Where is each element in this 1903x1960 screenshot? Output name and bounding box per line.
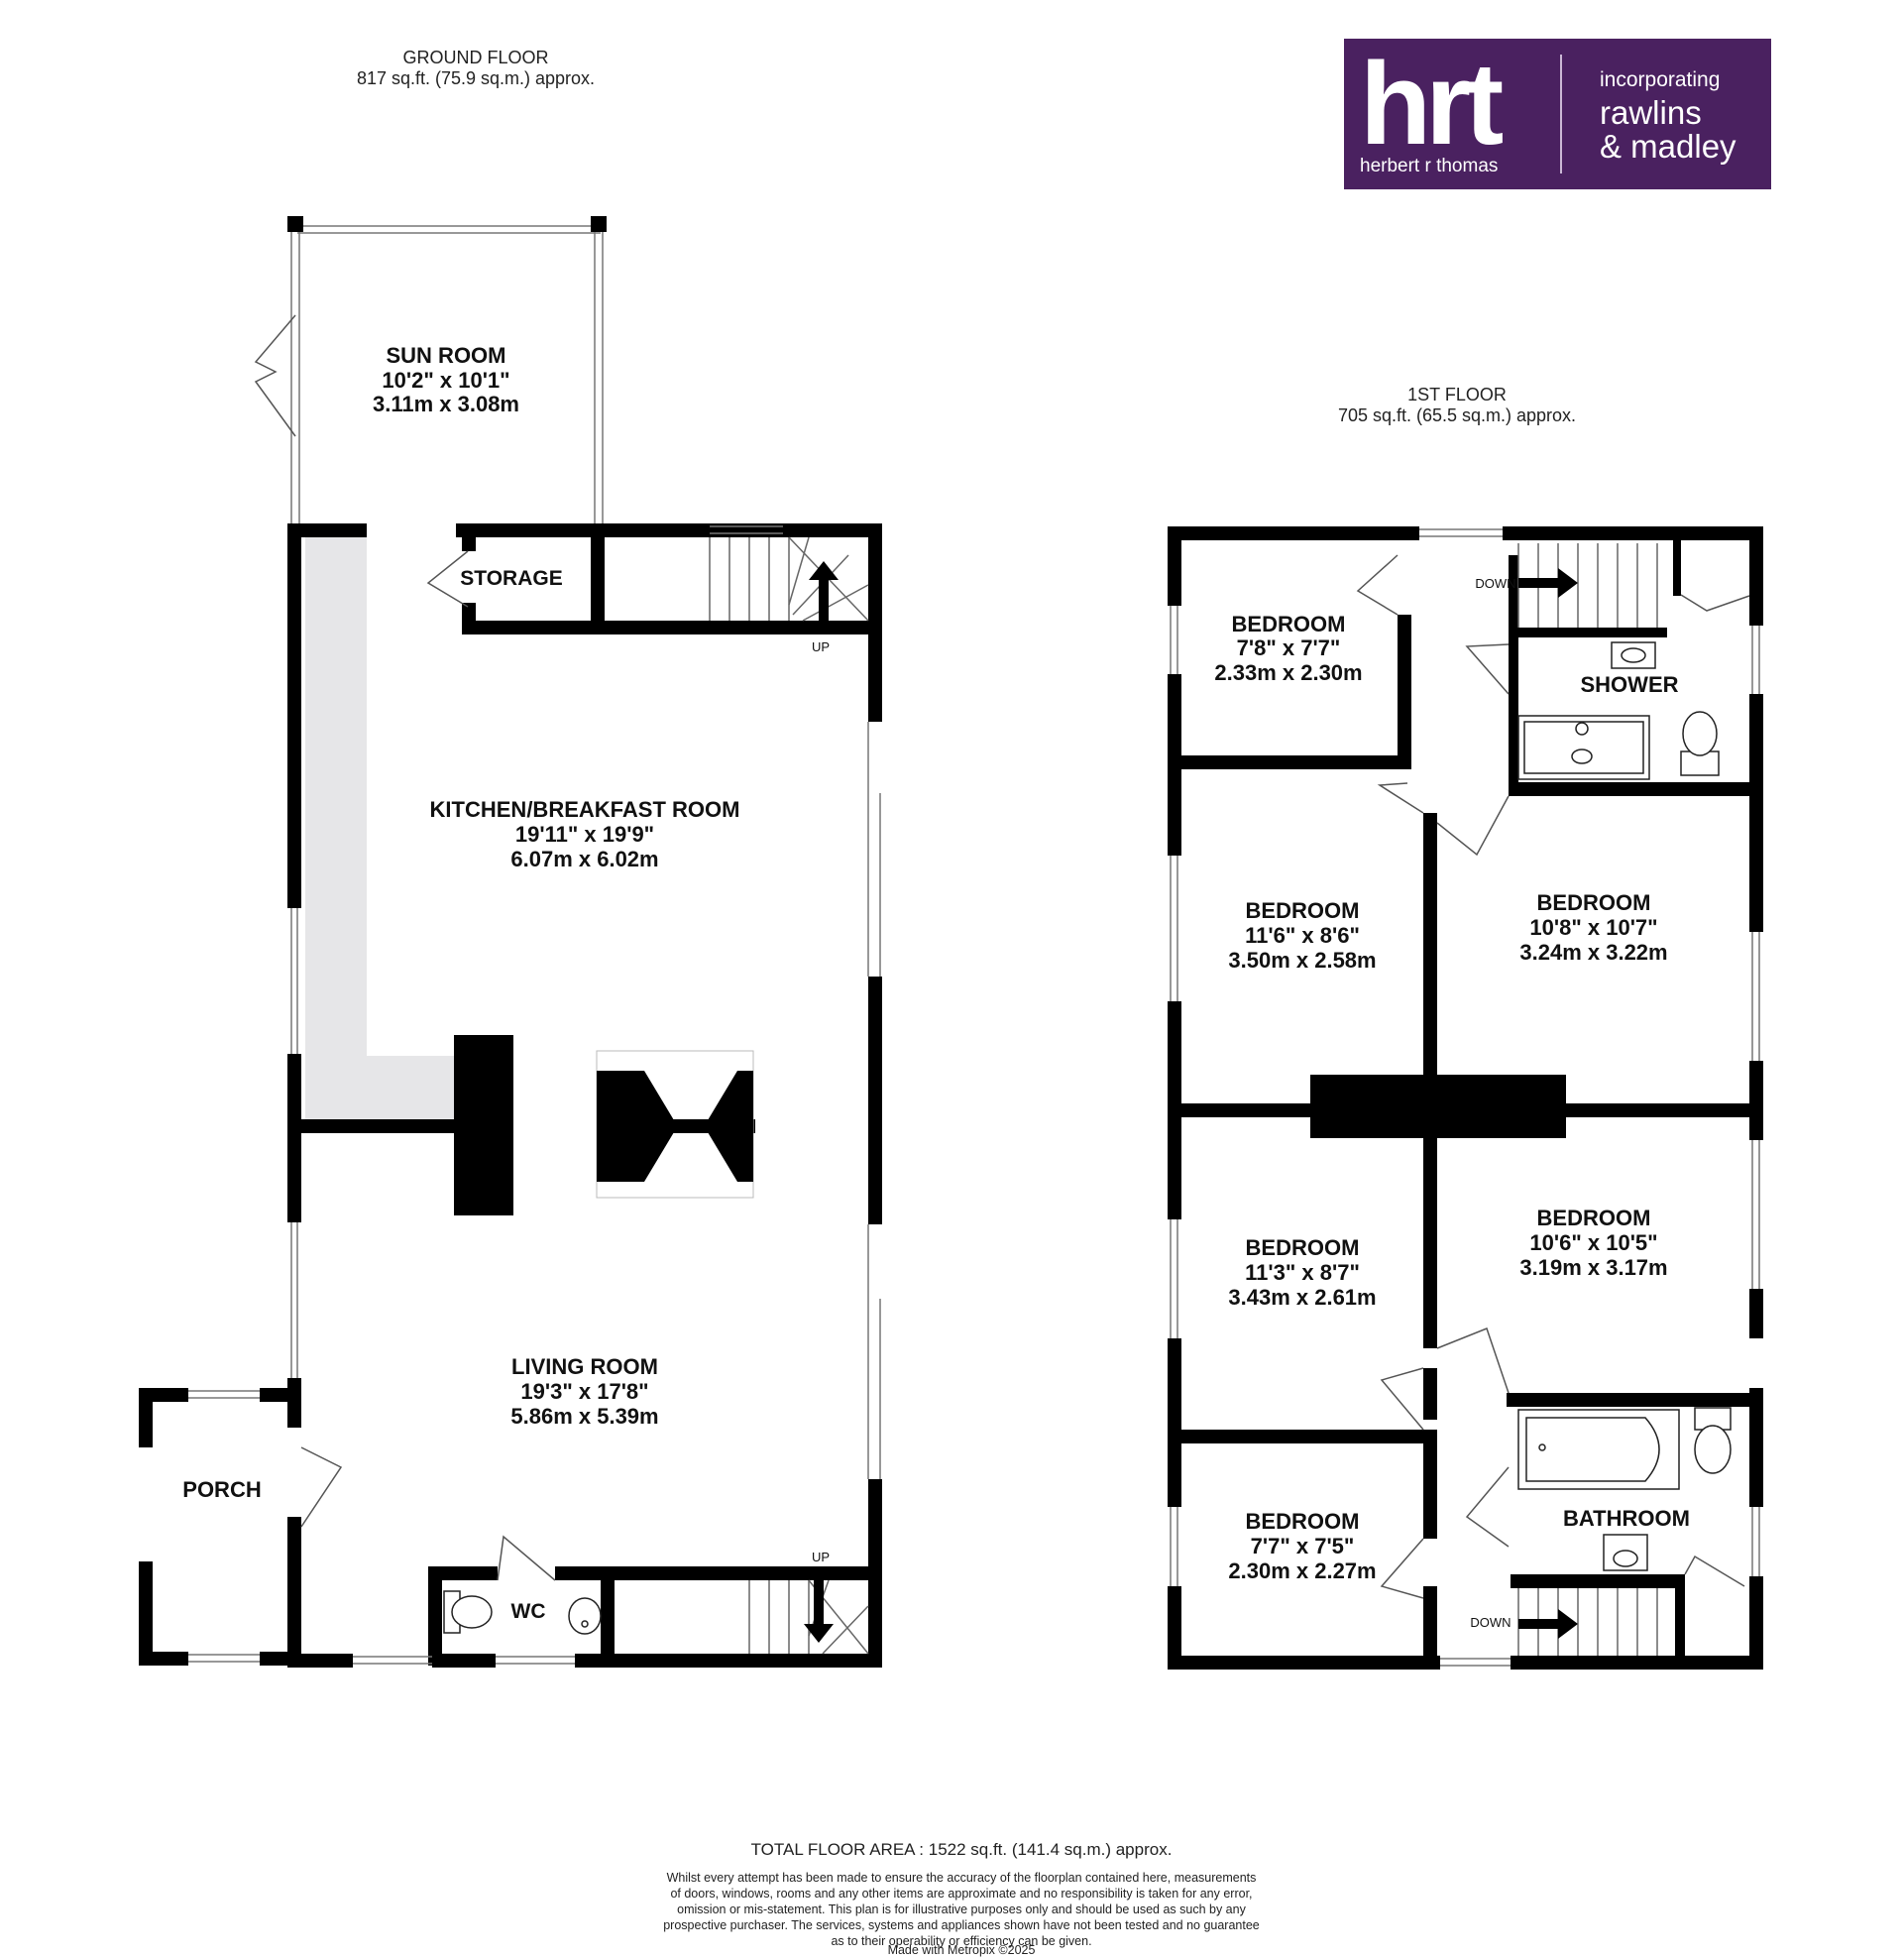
bedroom-5-imperial: 10'6" x 10'5" <box>1529 1230 1657 1255</box>
storage-name: STORAGE <box>460 567 562 590</box>
wc-name: WC <box>511 1600 546 1623</box>
kitchen-metric: 6.07m x 6.02m <box>510 847 658 871</box>
ground-floor-doors <box>300 550 556 1581</box>
total-floor-area: TOTAL FLOOR AREA : 1522 sq.ft. (141.4 sq… <box>750 1840 1173 1859</box>
disclaimer-line: prospective purchaser. The services, sys… <box>663 1918 1260 1932</box>
staircase-bottom <box>748 1579 869 1655</box>
kitchen-name: KITCHEN/BREAKFAST ROOM <box>430 797 740 822</box>
sun-room-name: SUN ROOM <box>387 343 506 368</box>
disclaimer-line: of doors, windows, rooms and any other i… <box>670 1887 1253 1901</box>
logo-partner-line1: rawlins <box>1600 94 1702 131</box>
bedroom-3-name: BEDROOM <box>1537 890 1651 915</box>
bedroom-6-metric: 2.30m x 2.27m <box>1228 1558 1376 1583</box>
porch-name: PORCH <box>182 1477 261 1502</box>
bathroom-fittings <box>1517 1407 1732 1571</box>
stairs-down-label-top: DOWN <box>1475 576 1515 591</box>
bedroom-2-imperial: 11'6" x 8'6" <box>1245 923 1360 948</box>
bedroom-4-imperial: 11'3" x 8'7" <box>1245 1260 1360 1285</box>
first-floor-title: 1ST FLOOR <box>1407 385 1507 404</box>
first-floor-walls <box>1168 526 1763 1670</box>
disclaimer-line: Whilst every attempt has been made to en… <box>666 1871 1257 1885</box>
shower-name: SHOWER <box>1581 672 1679 697</box>
ground-floor-labels: SUN ROOM 10'2" x 10'1" 3.11m x 3.08m STO… <box>182 343 830 1623</box>
disclaimer-line: as to their operability or efficiency ca… <box>831 1934 1092 1948</box>
ground-floor-area: 817 sq.ft. (75.9 sq.m.) approx. <box>356 68 596 88</box>
bedroom-4-name: BEDROOM <box>1246 1235 1360 1260</box>
ground-floor-heading: GROUND FLOOR 817 sq.ft. (75.9 sq.m.) app… <box>307 48 644 89</box>
staircase-top <box>709 536 869 622</box>
kitchen-imperial: 19'11" x 19'9" <box>515 822 654 847</box>
ground-floor-windows <box>188 525 881 1665</box>
stairs-down-arrow-bottom <box>1518 1609 1578 1639</box>
bathroom-name: BATHROOM <box>1563 1506 1690 1531</box>
kitchen-worktop <box>305 536 456 1119</box>
sun-room-glazing <box>290 221 604 523</box>
sun-room-corner-post <box>591 216 607 232</box>
logo-incorporating: incorporating <box>1600 68 1721 91</box>
bedroom-3-imperial: 10'8" x 10'7" <box>1529 915 1657 940</box>
ground-floor-title: GROUND FLOOR <box>402 48 549 67</box>
made-with-credit: Made with Metropix ©2025 <box>887 1943 1036 1957</box>
bedroom-5-metric: 3.19m x 3.17m <box>1519 1255 1667 1280</box>
stairs-up-label-top: UP <box>812 639 830 654</box>
logo-subtitle: herbert r thomas <box>1360 156 1499 176</box>
logo-divider <box>1560 55 1562 173</box>
logo-wordmark: hrt <box>1360 39 1504 170</box>
bedroom-5-name: BEDROOM <box>1537 1206 1651 1230</box>
sun-room-imperial: 10'2" x 10'1" <box>382 368 509 393</box>
sun-room-french-doors <box>254 314 296 437</box>
logo-partner-line2: & madley <box>1600 128 1736 165</box>
bedroom-6-imperial: 7'7" x 7'5" <box>1251 1534 1355 1558</box>
disclaimer: Whilst every attempt has been made to en… <box>555 1870 1368 1949</box>
bedroom-2-metric: 3.50m x 2.58m <box>1228 948 1376 973</box>
agency-logo: hrt herbert r thomas incorporating rawli… <box>1344 39 1771 189</box>
first-floor-heading: 1ST FLOOR 705 sq.ft. (65.5 sq.m.) approx… <box>1279 385 1635 426</box>
bedroom-2-name: BEDROOM <box>1246 898 1360 923</box>
wc-fittings <box>443 1590 602 1635</box>
bedroom-6-name: BEDROOM <box>1246 1509 1360 1534</box>
shower-fittings <box>1517 641 1720 780</box>
bedroom-3-metric: 3.24m x 3.22m <box>1519 940 1667 965</box>
bedroom-1-imperial: 7'8" x 7'7" <box>1237 635 1341 660</box>
bedroom-1-metric: 2.33m x 2.30m <box>1214 660 1362 685</box>
stairs-up-arrow-top <box>809 561 839 621</box>
stairs-up-label-bottom: UP <box>812 1550 830 1564</box>
living-room-imperial: 19'3" x 17'8" <box>520 1379 648 1404</box>
ground-floor-plan: SUN ROOM 10'2" x 10'1" 3.11m x 3.08m STO… <box>139 216 882 1668</box>
first-floor-doors <box>1356 554 1750 1599</box>
disclaimer-line: omission or mis-statement. This plan is … <box>677 1902 1246 1916</box>
bedroom-1-name: BEDROOM <box>1232 612 1346 636</box>
stairs-down-label-bottom: DOWN <box>1470 1615 1511 1630</box>
first-floor-plan: BEDROOM 7'8" x 7'7" 2.33m x 2.30m SHOWER… <box>1168 526 1763 1670</box>
first-floor-area: 705 sq.ft. (65.5 sq.m.) approx. <box>1337 405 1577 425</box>
bedroom-4-metric: 3.43m x 2.61m <box>1228 1285 1376 1310</box>
stairs-down-arrow-top <box>1518 568 1578 598</box>
first-floor-labels: BEDROOM 7'8" x 7'7" 2.33m x 2.30m SHOWER… <box>1214 576 1690 1630</box>
sun-room-metric: 3.11m x 3.08m <box>373 392 519 416</box>
stairs-up-arrow-bottom <box>804 1580 834 1643</box>
dining-table <box>596 1050 754 1199</box>
first-floor-windows <box>1170 528 1760 1667</box>
sun-room-corner-post <box>287 216 303 232</box>
living-room-name: LIVING ROOM <box>511 1354 658 1379</box>
living-room-metric: 5.86m x 5.39m <box>510 1404 658 1429</box>
